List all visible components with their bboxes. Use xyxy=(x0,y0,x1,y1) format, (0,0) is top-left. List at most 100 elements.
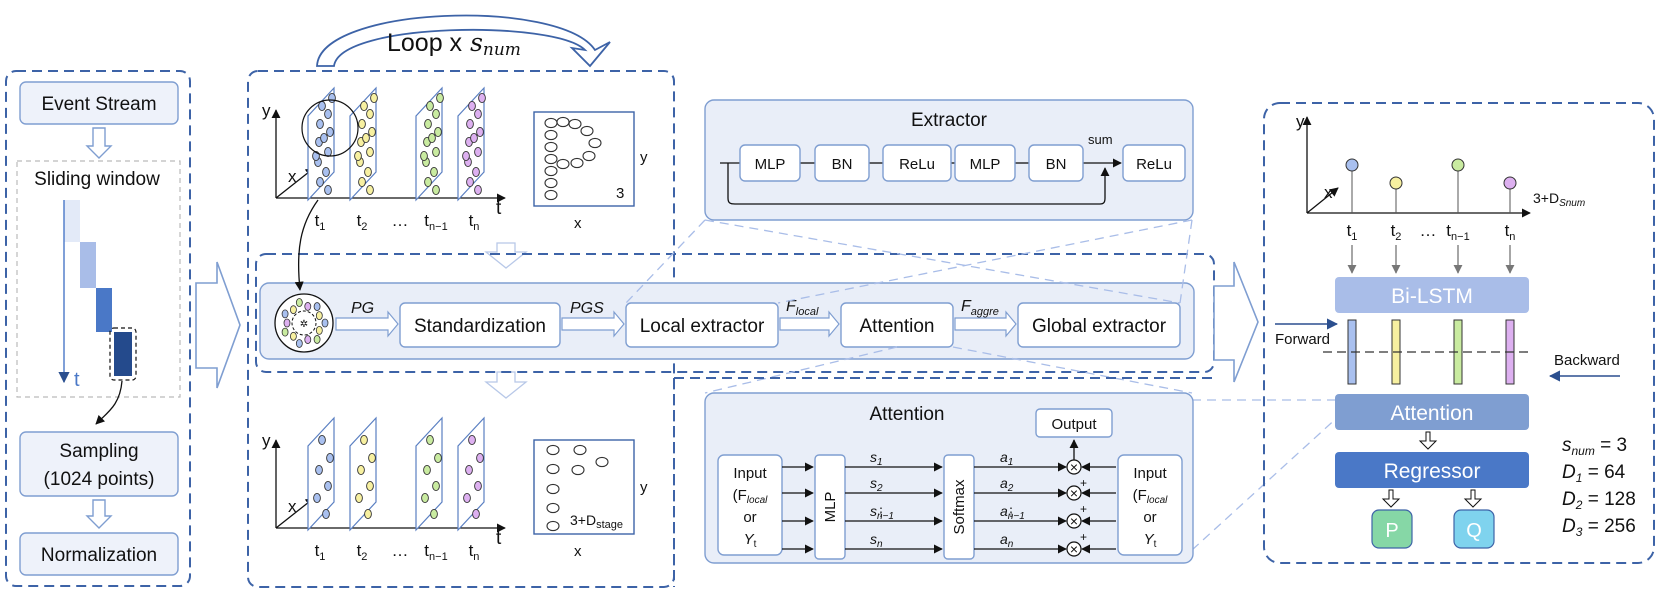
f-aggre-label: Faggre xyxy=(961,298,999,318)
pg-point xyxy=(290,331,297,341)
input-left-3: or xyxy=(743,509,756,526)
standardization-label: Standardization xyxy=(414,316,546,337)
frame-tick-sub: 1 xyxy=(319,221,325,233)
right-dim-sub: Snum xyxy=(1559,198,1585,209)
zoom-line-global-1 xyxy=(704,219,1181,304)
bilstm-box xyxy=(1335,277,1529,313)
frame-tick: t2 xyxy=(357,541,368,563)
pg-point xyxy=(321,318,329,328)
pg-point xyxy=(315,311,323,321)
extractor-bn2 xyxy=(1028,144,1084,182)
s-base: s xyxy=(870,503,877,519)
multiply-glyph: × xyxy=(1070,541,1078,557)
point xyxy=(424,176,432,188)
point xyxy=(434,126,442,138)
down-arrow-icon xyxy=(1381,489,1401,508)
p-point xyxy=(544,165,558,177)
p-point xyxy=(544,153,558,165)
point xyxy=(366,146,374,158)
left-panel xyxy=(5,70,191,587)
pg-point xyxy=(295,339,303,348)
a-label: a1 xyxy=(1000,449,1013,468)
extractor-mlp1 xyxy=(739,144,801,182)
bottom-p-points xyxy=(546,444,609,532)
point xyxy=(426,434,434,446)
point xyxy=(478,92,486,104)
input-right-4: Yt xyxy=(1144,531,1157,550)
frame-tick: … xyxy=(392,541,409,560)
pg-point xyxy=(304,302,312,311)
selected-window xyxy=(109,327,137,381)
right-tick: t2 xyxy=(1391,221,1402,243)
attention-mlp xyxy=(814,454,846,560)
sampling-arrow xyxy=(95,380,123,425)
local-extractor-label: Local extractor xyxy=(640,316,765,337)
point xyxy=(360,100,368,112)
frame-tick-base: t xyxy=(469,541,474,560)
point xyxy=(324,184,332,196)
sampling-box xyxy=(19,431,179,497)
extractor-mlp2-label: MLP xyxy=(970,156,1001,173)
frame-tick: … xyxy=(392,211,409,230)
frame-tick: tn−1 xyxy=(424,541,447,563)
loop-arrow-icon xyxy=(316,14,611,68)
pg-point xyxy=(295,298,303,307)
extractor-bn1-label: BN xyxy=(832,156,853,173)
right-tick: tn−1 xyxy=(1446,221,1469,243)
p-point xyxy=(580,125,594,137)
s-label: s2 xyxy=(870,475,883,494)
point xyxy=(432,108,440,120)
right-arrow-icon xyxy=(195,261,241,389)
point xyxy=(360,434,368,446)
point xyxy=(370,92,378,104)
right-tick-sub: 1 xyxy=(1351,231,1357,243)
frame-tick: tn xyxy=(469,541,480,563)
point xyxy=(476,452,484,464)
zoom-line-att-2 xyxy=(952,346,1193,394)
point xyxy=(368,126,376,138)
p-point xyxy=(544,129,558,141)
s-base: s xyxy=(870,531,877,547)
extractor-relu2-label: ReLu xyxy=(1136,156,1172,173)
p-point xyxy=(544,141,558,153)
a-dots: ⋮ xyxy=(1005,505,1017,519)
point xyxy=(358,118,366,130)
right-tick-base: t xyxy=(1505,221,1510,240)
frame-tick-base: t xyxy=(424,541,429,560)
multiply-icon xyxy=(1066,513,1082,529)
pg-point xyxy=(313,335,321,344)
p-output-label: P xyxy=(1385,520,1398,542)
right-dim-label: 3+DSnum xyxy=(1533,190,1585,209)
param-value: = 128 xyxy=(1582,489,1635,510)
frame-tick-sub: 2 xyxy=(361,551,367,563)
p-point xyxy=(544,117,558,129)
input-right-3: or xyxy=(1143,509,1156,526)
point xyxy=(316,118,324,130)
point xyxy=(358,176,366,188)
point xyxy=(463,492,471,504)
pipe-arrow-icon xyxy=(954,310,1017,338)
point xyxy=(320,132,328,144)
param-sub: 1 xyxy=(1576,471,1583,485)
right-y-label: y xyxy=(1296,112,1305,131)
point xyxy=(466,118,474,130)
p-point xyxy=(544,189,558,201)
regressor-box xyxy=(1335,452,1529,488)
y-axis-label: y xyxy=(262,431,271,450)
point xyxy=(474,184,482,196)
right-tick-base: … xyxy=(1420,221,1437,240)
p-point xyxy=(568,118,582,130)
point xyxy=(366,480,374,492)
point xyxy=(434,452,442,464)
attention-output-label: Output xyxy=(1051,416,1097,433)
global-extractor-box xyxy=(1017,302,1181,348)
point xyxy=(324,146,332,158)
right-x-label: x xyxy=(1324,183,1333,202)
point xyxy=(428,132,436,144)
point xyxy=(472,508,480,520)
global-extractor-label: Global extractor xyxy=(1032,316,1167,337)
s-dots: ⋮ xyxy=(875,505,887,519)
point xyxy=(316,176,324,188)
